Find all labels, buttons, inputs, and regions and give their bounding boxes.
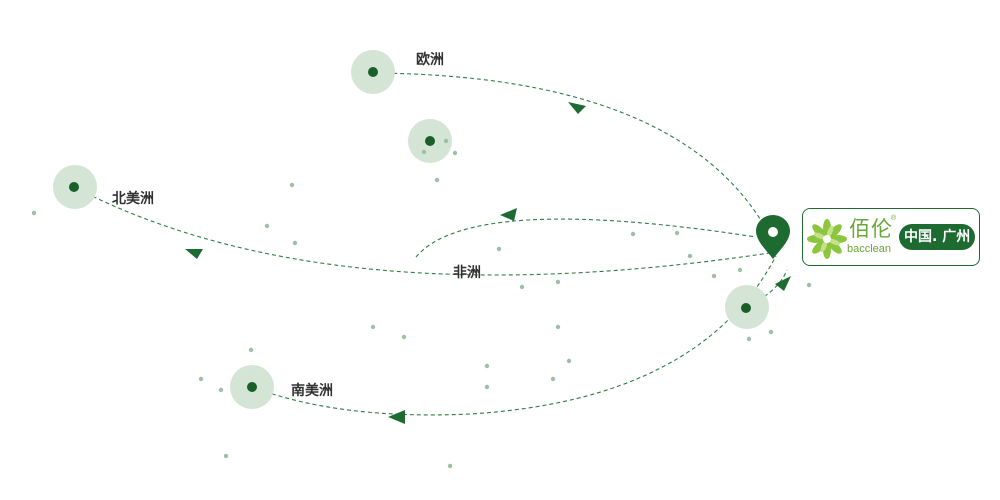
route-local — [745, 269, 788, 308]
flower-logo-icon — [807, 219, 847, 259]
label-africa: 非洲 — [453, 265, 481, 281]
node-central-asia — [425, 136, 435, 146]
route-lines — [73, 72, 788, 416]
arrow-head-icon — [775, 276, 791, 291]
node-southeast-asia — [741, 303, 751, 313]
registered-mark: ® — [891, 215, 897, 222]
node-south-america — [247, 382, 257, 392]
origin-card[interactable]: 佰伦 ® bacclean 中国. 广州 — [802, 208, 980, 266]
label-south-america: 南美洲 — [291, 383, 333, 399]
arrow-head-icon — [500, 208, 517, 221]
route-europe — [371, 72, 769, 233]
arrow-head-icon — [388, 410, 405, 424]
arrow-head-icon — [568, 102, 586, 114]
node-north-america — [69, 182, 79, 192]
route-south-america — [251, 255, 777, 416]
brand-name-en: bacclean — [847, 243, 892, 255]
arrow-heads — [185, 102, 791, 424]
map-pin-icon[interactable] — [756, 215, 790, 259]
label-north-america: 北美洲 — [112, 191, 154, 207]
region-nodes — [53, 50, 769, 409]
origin-location-badge: 中国. 广州 — [899, 224, 976, 250]
route-north-america — [73, 186, 777, 276]
brand-name-cn: 佰伦 — [849, 217, 893, 241]
label-europe: 欧洲 — [416, 52, 444, 68]
route-africa — [415, 218, 757, 258]
arrow-head-icon — [185, 249, 203, 259]
node-europe — [368, 67, 378, 77]
